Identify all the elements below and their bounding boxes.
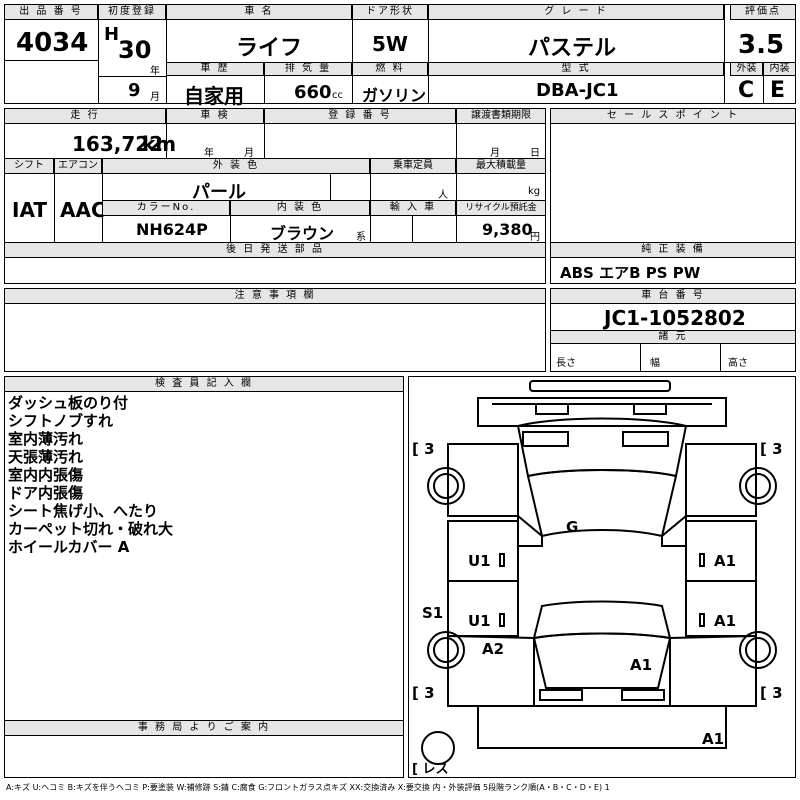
capacity-label: 乗車定員: [370, 158, 456, 174]
color-no: NH624P: [136, 220, 208, 239]
grade-label: グ レ ー ド: [428, 4, 724, 20]
inspection-year-unit: 年: [204, 148, 214, 159]
interior-grade: E: [770, 78, 786, 103]
int-color-suffix: 系: [356, 232, 366, 243]
shift: IAT: [12, 198, 48, 222]
mark-left-sill: S1: [422, 604, 444, 622]
exterior-label: 外装: [730, 62, 763, 76]
note-line: 室内内張傷: [8, 466, 84, 484]
damage-legend: A:キズ U:ヘコミ B:キズを伴うヘコミ P:要塗装 W:補修跡 S:錆 C:…: [6, 783, 610, 792]
displacement: 660: [294, 82, 332, 103]
door-type: 5W: [372, 32, 408, 56]
inspector-notes: ダッシュ板のり付 シフトノブすれ 室内薄汚れ 天張薄汚れ 室内内張傷 ドア内張傷…: [8, 394, 173, 556]
chassis-label: 車 台 番 号: [550, 288, 796, 304]
inspection-label: 車 検: [166, 108, 264, 124]
mark-left-rear-door: U1: [468, 612, 491, 630]
mark-rear-bumper: A1: [702, 730, 725, 748]
specs-label: 諸 元: [550, 330, 796, 344]
model-label: 型 式: [428, 62, 724, 76]
air-conditioner: AAC: [60, 198, 106, 222]
import-label: 輸 入 車: [370, 200, 456, 216]
equipment-label: 純 正 装 備: [550, 242, 796, 258]
transfer-day-unit: 日: [530, 148, 540, 159]
exterior-grade: C: [738, 78, 755, 103]
int-color-label: 内 装 色: [230, 200, 370, 216]
office-label: 事 務 局 よ り ご 案 内: [4, 720, 404, 736]
ac-label: エアコン: [54, 158, 102, 174]
model-code: DBA-JC1: [536, 80, 619, 101]
score: 3.5: [738, 30, 785, 60]
inspection-month-unit: 月: [244, 148, 254, 159]
year-unit: 年: [150, 66, 160, 77]
note-line: ダッシュ板のり付: [8, 394, 129, 412]
mark-left-quarter: A2: [482, 640, 505, 658]
interior-label: 内装: [763, 62, 796, 76]
car-diagram: [421, 380, 777, 765]
era: H: [104, 24, 120, 45]
note-line: ホイールカバー A: [8, 538, 130, 556]
reg-month: 9: [128, 80, 141, 101]
mark-right-front-door: A1: [714, 552, 737, 570]
first-reg-label: 初度登録: [98, 4, 166, 20]
mileage: 163,722: [72, 132, 164, 156]
inspector-label: 検 査 員 記 入 欄: [4, 376, 404, 392]
length-label: 長さ: [556, 358, 576, 369]
displacement-unit: cc: [332, 90, 343, 101]
ext-color-label: 外 装 色: [102, 158, 370, 174]
mark-right-rear-door: A1: [714, 612, 737, 630]
fuel-label: 燃 料: [352, 62, 428, 76]
note-line: シート焦げ小、へたり: [8, 502, 159, 520]
displacement-label: 排 気 量: [264, 62, 352, 76]
load-unit: kg: [528, 186, 541, 197]
score-label: 評価点: [730, 4, 796, 20]
mark-left-front-door: U1: [468, 552, 491, 570]
spare-tire: [ レス: [412, 762, 449, 777]
car-name-label: 車 名: [166, 4, 352, 20]
capacity-unit: 人: [438, 190, 448, 201]
transfer-label: 譲渡書類期限: [456, 108, 546, 124]
lot-number: 4034: [16, 28, 89, 58]
note-line: カーペット切れ・破れ大: [8, 520, 174, 538]
fuel: ガソリン: [362, 86, 427, 105]
note-line: 天張薄汚れ: [8, 448, 84, 466]
height-label: 高さ: [728, 358, 748, 369]
tire-rear-left: [ 3: [412, 684, 435, 702]
chassis-number: JC1-1052802: [604, 306, 746, 330]
recycle-unit: 円: [530, 232, 540, 243]
later-parts-label: 後 日 発 送 部 品: [4, 242, 546, 258]
recycle-fee: 9,380: [482, 220, 533, 239]
int-color: ブラウン: [270, 224, 335, 243]
ext-color: パール: [192, 182, 246, 203]
mark-roof: G: [566, 518, 579, 536]
tire-front-left: [ 3: [412, 440, 435, 458]
tire-front-right: [ 3: [760, 440, 783, 458]
month-unit: 月: [150, 92, 160, 103]
width-label: 幅: [650, 358, 660, 369]
sales-point-label: セ ー ル ス ポ イ ン ト: [550, 108, 796, 124]
mark-rear-gate: A1: [630, 656, 653, 674]
shift-label: シフト: [4, 158, 54, 174]
reg-no-label: 登 録 番 号: [264, 108, 456, 124]
note-line: ドア内張傷: [8, 484, 84, 502]
history-label: 車 歴: [166, 62, 264, 76]
grade: パステル: [528, 36, 617, 61]
color-no-label: カラーNo.: [102, 200, 230, 216]
car-history: 自家用: [184, 84, 244, 108]
reg-year: 30: [118, 36, 152, 64]
note-line: シフトノブすれ: [8, 412, 114, 430]
note-line: 室内薄汚れ: [8, 430, 84, 448]
transfer-month-unit: 月: [490, 148, 500, 159]
caution-label: 注 意 事 項 欄: [4, 288, 546, 304]
tire-rear-right: [ 3: [760, 684, 783, 702]
equipment: ABS エアB PS PW: [560, 264, 701, 282]
car-name: ライフ: [236, 36, 303, 61]
diagram-section: [408, 376, 796, 778]
recycle-label: リサイクル預託金: [456, 200, 546, 216]
load-label: 最大積載量: [456, 158, 546, 174]
lot-label: 出 品 番 号: [4, 4, 98, 20]
door-label: ドア形状: [352, 4, 428, 20]
mileage-label: 走 行: [4, 108, 166, 124]
mileage-unit: km: [142, 132, 177, 156]
